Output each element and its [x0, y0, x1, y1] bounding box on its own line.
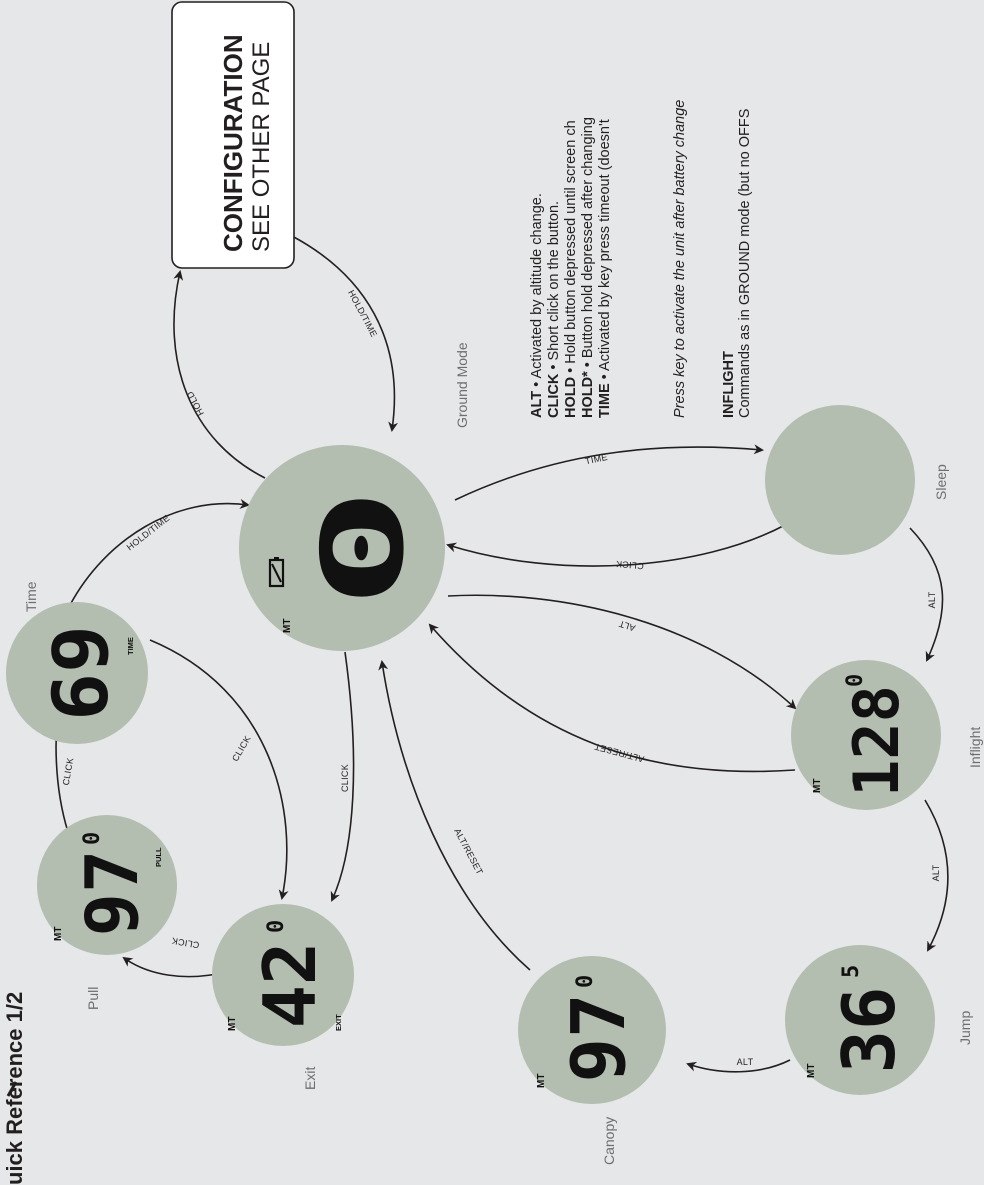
exit-display: 42 [248, 942, 332, 1029]
edge-label-inflight-to-ground: ALT/RESET [593, 741, 645, 764]
jump-label: Jump [957, 1011, 973, 1045]
inflight-display: 128 [840, 685, 913, 797]
time-display: 69 [38, 625, 126, 721]
battery-icon [268, 557, 285, 588]
node-inflight: 128 0 MT Inflight [791, 660, 983, 810]
legend-time: TIME • Activated by key press timeout (d… [597, 119, 613, 418]
time-label: Time [23, 581, 39, 612]
edge-label-canopy-to-ground: ALT/RESET [452, 827, 485, 877]
edge-ground-to-inflight [447, 594, 797, 710]
edge-label-inflight-to-jump: ALT [931, 864, 941, 881]
node-ground: 0 MT Ground Mode [239, 342, 470, 651]
node-time: 69 TIME Time [6, 581, 148, 744]
edge-exit-to-pull [122, 956, 227, 978]
edge-label-ground-to-config: HOLD [185, 389, 206, 417]
edge-config-to-ground [291, 235, 399, 432]
edge-ground-to-sleep [454, 444, 764, 501]
edge-ground-to-config [173, 270, 266, 479]
edge-label-time-to-ground: HOLD/TIME [125, 513, 172, 553]
node-canopy: 97 0 MT Canopy [518, 956, 666, 1165]
legend-click: CLICK • Short click on the button. [546, 201, 562, 418]
edge-sleep-to-inflight [909, 527, 944, 662]
node-jump: 36 5 MT Jump [785, 945, 973, 1095]
edge-time-to-ground [69, 498, 250, 606]
edge-label-ground-to-inflight: ALT [617, 618, 636, 633]
node-exit: 42 0 MT EXIT Exit [212, 904, 354, 1090]
canopy-label: Canopy [601, 1117, 617, 1165]
jump-decimal: 5 [839, 965, 864, 978]
time-indicator: TIME [126, 637, 135, 655]
edge-label-ground-to-exit: CLICK [340, 764, 350, 792]
inflight-label: Inflight [967, 727, 983, 768]
edge-label-jump-to-canopy: ALT [737, 1057, 754, 1067]
ground-label: Ground Mode [454, 342, 470, 428]
inflight-unit: MT [812, 779, 823, 793]
edge-jump-to-canopy [686, 1059, 791, 1073]
pull-indicator: PULL [154, 847, 163, 867]
edge-label-pull-to-time: CLICK [61, 757, 76, 786]
pull-decimal: 0 [80, 832, 105, 845]
edge-sleep-to-ground [446, 524, 786, 567]
exit-indicator: EXIT [334, 1014, 343, 1031]
legend-inflight-heading: INFLIGHT [721, 351, 737, 418]
edge-label-time-to-exit: CLICK [230, 734, 253, 763]
edge-label-sleep-to-inflight: ALT [927, 591, 937, 608]
inflight-decimal: 0 [843, 674, 868, 687]
node-sleep: Sleep [765, 405, 949, 555]
legend-inflight-text: Commands as in GROUND mode (but no OFFS [737, 109, 753, 418]
canopy-decimal: 0 [573, 975, 598, 988]
configuration-subtitle: SEE OTHER PAGE [248, 42, 275, 252]
edge-time-to-exit [149, 639, 289, 900]
legend-hold-star: HOLD* • Button hold depressed after chan… [580, 117, 596, 418]
ground-display: 0 [299, 487, 429, 608]
exit-unit: MT [227, 1017, 238, 1031]
page-title-group: uick Reference 1/2 [2, 992, 27, 1185]
edge-label-ground-to-sleep: TIME [584, 452, 608, 467]
page-title: uick Reference 1/2 [2, 992, 27, 1185]
canopy-unit: MT [536, 1074, 547, 1088]
jump-unit: MT [806, 1064, 817, 1078]
canopy-display: 97 [556, 993, 642, 1082]
ground-unit: MT [282, 619, 293, 633]
edge-label-sleep-to-ground: CLICK [615, 559, 644, 571]
edge-inflight-to-ground [428, 623, 796, 773]
title-mark-icon [6, 1081, 18, 1097]
legend-hold: HOLD • Hold button depressed until scree… [563, 120, 579, 418]
node-pull: 97 0 MT PULL Pull [37, 815, 177, 1010]
edge-label-exit-to-pull: CLICK [171, 936, 200, 951]
pull-label: Pull [85, 987, 101, 1010]
edge-inflight-to-jump [924, 799, 949, 952]
exit-label: Exit [302, 1067, 318, 1090]
pull-display: 97 [70, 850, 154, 937]
exit-decimal: 0 [264, 920, 289, 933]
pull-unit: MT [53, 927, 64, 941]
edge-ground-to-exit [330, 651, 355, 902]
jump-display: 36 [827, 987, 911, 1074]
legend-note: Press key to activate the unit after bat… [672, 100, 688, 418]
edge-canopy-to-ground [378, 660, 531, 971]
legend-alt: ALT • Activated by altitude change. [529, 193, 545, 418]
sleep-label: Sleep [933, 464, 949, 500]
configuration-title: CONFIGURATION [218, 34, 248, 252]
legend: ALT • Activated by altitude change. CLIC… [529, 100, 753, 418]
configuration-box[interactable]: CONFIGURATION SEE OTHER PAGE [171, 1, 295, 269]
